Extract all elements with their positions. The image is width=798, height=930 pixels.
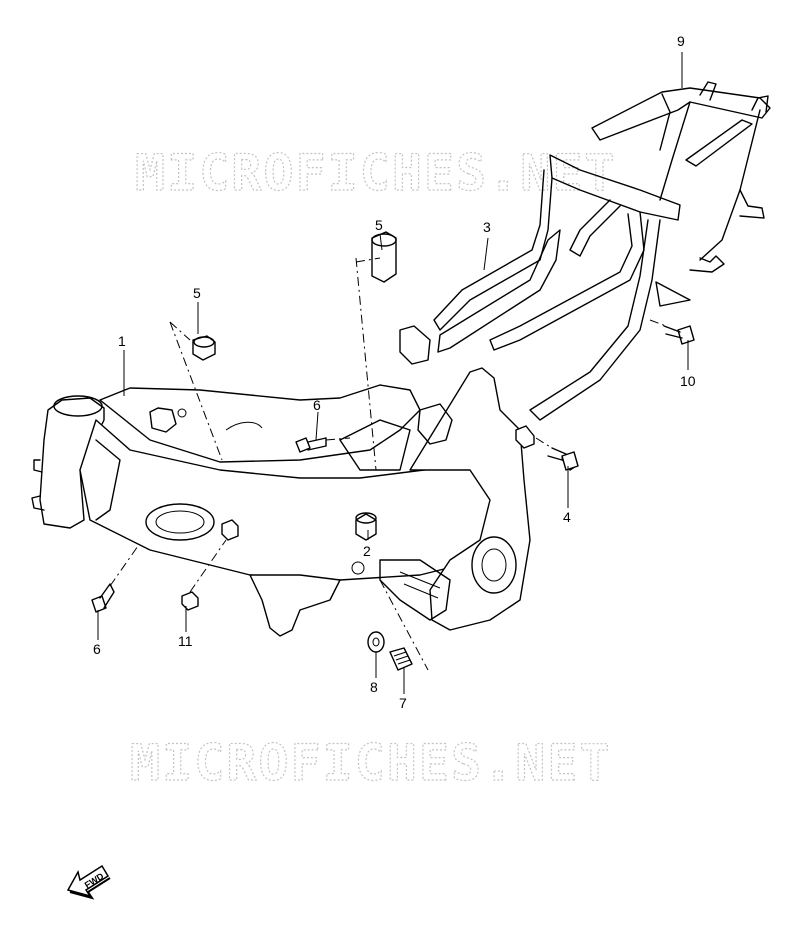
- callout-5-left: 5: [193, 285, 201, 301]
- washer-part-8: [367, 631, 385, 653]
- main-frame-part-1: [31, 325, 531, 637]
- forward-direction-arrow-icon: FWD: [66, 864, 111, 900]
- spacer-part-7: [389, 647, 413, 671]
- callout-8: 8: [370, 679, 378, 695]
- collar-part-5-upper: [371, 231, 397, 283]
- callout-5-upper: 5: [375, 217, 383, 233]
- callout-6-upper: 6: [313, 397, 321, 413]
- callout-11: 11: [178, 633, 193, 649]
- callout-3: 3: [483, 219, 491, 235]
- bolt-part-10: [663, 325, 695, 345]
- callout-7: 7: [399, 695, 407, 711]
- assembly-lines: [109, 257, 667, 671]
- leader-lines: [97, 52, 689, 694]
- callout-1: 1: [118, 333, 126, 349]
- watermark-bottom: MICROFICHES.NET: [130, 734, 612, 792]
- plug-part-11: [181, 519, 239, 611]
- callout-6-lower: 6: [93, 641, 101, 657]
- seat-rail-part-3: [433, 154, 691, 421]
- callout-2: 2: [363, 543, 371, 559]
- collar-part-5-left: [192, 335, 216, 361]
- bolt-part-6-upper: [295, 437, 327, 453]
- callout-10: 10: [680, 373, 696, 389]
- bolt-part-6-lower: [91, 583, 115, 613]
- plug-part-2: [355, 512, 377, 541]
- watermark-top: MICROFICHES.NET: [135, 144, 617, 202]
- callout-4: 4: [563, 509, 571, 525]
- callout-9: 9: [677, 33, 685, 49]
- bolt-part-4: [515, 425, 579, 471]
- rear-subframe-part-9: [591, 81, 771, 273]
